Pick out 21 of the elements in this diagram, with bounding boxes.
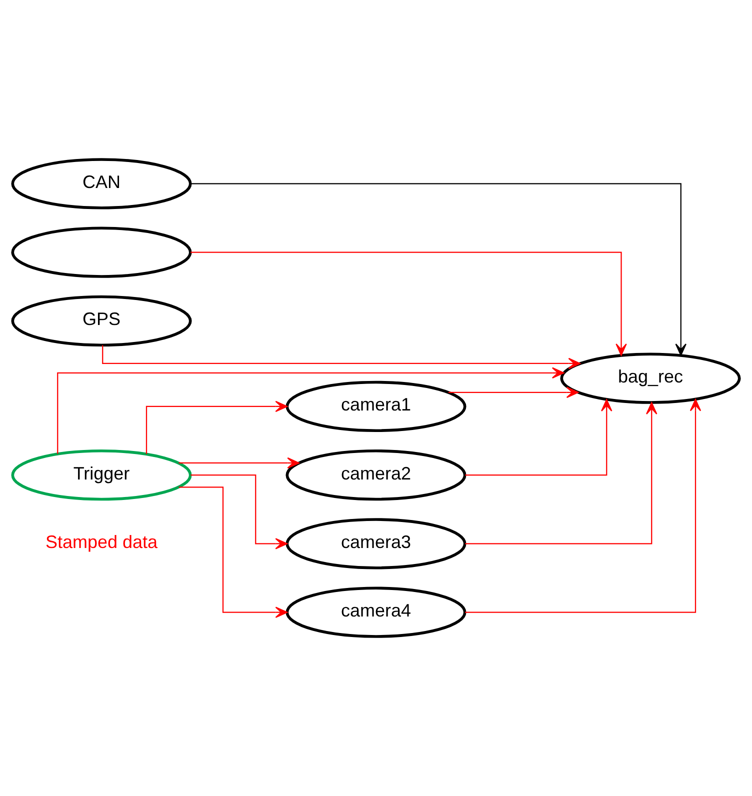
arrow [146, 400, 288, 454]
node-ellipse: Trigger [11, 449, 192, 501]
arrow [190, 183, 686, 356]
node-ellipse [11, 226, 192, 278]
arrow [465, 402, 658, 544]
node-ellipse: camera3 [286, 518, 466, 570]
arrow [178, 486, 288, 618]
arrow [190, 474, 288, 550]
node-ellipse: CAN [11, 158, 192, 210]
arrow [465, 398, 702, 613]
node-ellipse: bag_rec [560, 352, 741, 404]
arrow [178, 457, 300, 469]
arrow [448, 386, 579, 398]
label: Stamped data [45, 532, 158, 552]
arrow [465, 399, 612, 476]
node-ellipse: camera4 [286, 586, 466, 638]
arrow [190, 252, 627, 356]
arrow [57, 367, 564, 454]
node-ellipse: GPS [11, 295, 192, 347]
node-ellipse: camera1 [286, 380, 466, 432]
arrow [102, 345, 581, 370]
